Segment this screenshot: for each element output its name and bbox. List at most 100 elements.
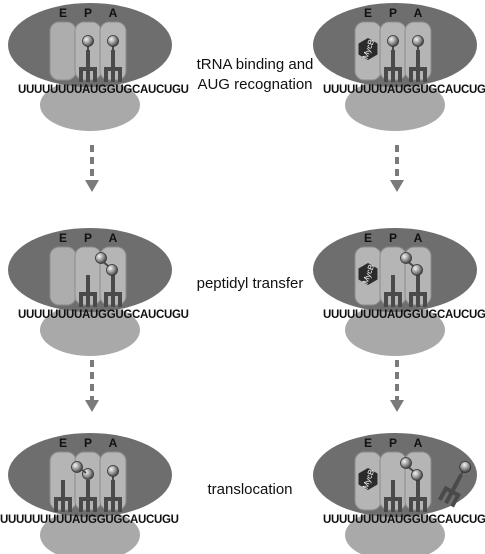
released-trna-link (459, 470, 464, 478)
trna-p-site (79, 50, 97, 82)
trna-p-site (384, 275, 402, 307)
small-subunit (40, 79, 140, 131)
trna-a-site (104, 480, 122, 512)
step-label-trna-binding: tRNA binding and AUG recognation (185, 55, 325, 95)
mycb-inhibitor: MycB (358, 468, 378, 490)
mrna-sequence: UUUUUUUUAUGGUGCAUCUGU (323, 514, 485, 526)
arrow-head (85, 180, 99, 192)
site-label-a: A (109, 6, 118, 20)
trna-arms (54, 497, 72, 512)
site-label-a: A (414, 436, 423, 450)
amino-acid-ball (82, 35, 94, 47)
step-label-translocation: translocation (207, 481, 293, 498)
step-label-peptidyl-transfer: peptidyl transfer (196, 275, 304, 292)
ribosome-panel-5: E P A UUUUUUUUUAUGGUGCAUCUGU (0, 433, 179, 554)
arrow-head (390, 180, 404, 192)
trna-p-site (79, 275, 97, 307)
trna-arms (438, 485, 461, 508)
site-label-p: P (84, 436, 92, 450)
amino-acid-ball (400, 252, 412, 264)
amino-acid-ball (459, 461, 472, 473)
site-label-p: P (84, 6, 92, 20)
amino-acid-ball (411, 264, 423, 276)
amino-acid-ball (71, 461, 83, 473)
mrna-sequence: UUUUUUUUAUGGUGCAUCUGU (18, 309, 189, 321)
trna-a-site (409, 480, 427, 512)
amino-acid-ball (412, 35, 424, 47)
site-label-e: E (364, 231, 372, 245)
trna-p-site (384, 480, 402, 512)
mycb-hexagon (358, 468, 378, 490)
ribosome-panel-3: E P A UUUUUUUUAUGGUGCAUCUGU (8, 228, 189, 356)
small-subunit (40, 509, 140, 554)
ribosome-panel-4: E P A MycB UUUUUUUUAUGGUGCAUCUGU (313, 228, 485, 356)
mycb-inhibitor: MycB (358, 263, 378, 285)
arrow-head (85, 400, 99, 412)
ribosome-panel-2: E P A MycB UUUUUUUUAUGGUGCAUCUGU (313, 3, 485, 131)
trna-arms (384, 67, 402, 82)
small-subunit (40, 304, 140, 356)
step-label-trna-binding-line2: AUG recognation (197, 76, 313, 93)
trna-arms (409, 292, 427, 307)
trna-arms (384, 497, 402, 512)
trna-p-site (384, 50, 402, 82)
step-label-trna-binding-line1: tRNA binding and (196, 56, 314, 73)
trna-arms (79, 497, 97, 512)
mrna-sequence: UUUUUUUUAUGGUGCAUCUGU (323, 84, 485, 96)
amino-acid-ball (387, 35, 399, 47)
site-e (49, 246, 77, 306)
mycb-inhibitor: MycB (358, 38, 378, 60)
dashed-arrow-4 (390, 360, 404, 412)
amino-acid-ball (95, 252, 107, 264)
site-label-e: E (59, 436, 67, 450)
trna-p-site (79, 480, 97, 512)
trna-a-site (409, 275, 427, 307)
amino-acid-ball (400, 457, 412, 469)
arrow-head (390, 400, 404, 412)
site-label-p: P (389, 436, 397, 450)
trna-e-site (54, 480, 72, 512)
trna-arms (104, 67, 122, 82)
site-label-a: A (109, 436, 118, 450)
mrna-sequence: UUUUUUUUUAUGGUGCAUCUGU (0, 514, 179, 526)
released-trna-body (438, 474, 463, 508)
amino-acid-ball (107, 35, 119, 47)
ribosome-panel-6: E P A MycB UUUUUUUUAUGGUGCAUCUGU (313, 433, 485, 554)
peptide-bond (80, 468, 87, 474)
trna-a-site (409, 50, 427, 82)
ribosome-panel-1: E P A UUUUUUUUAUGGUGCAUCUGU (8, 3, 189, 131)
amino-acid-ball (411, 469, 423, 481)
small-subunit (345, 304, 445, 356)
site-label-a: A (414, 231, 423, 245)
site-label-p: P (84, 231, 92, 245)
amino-acid-ball (106, 264, 118, 276)
site-e (49, 21, 77, 81)
trna-a-site (104, 50, 122, 82)
trna-arms (104, 292, 122, 307)
dashed-arrow-2 (390, 145, 404, 192)
site-label-e: E (59, 6, 67, 20)
site-label-e: E (59, 231, 67, 245)
mycb-hexagon (358, 263, 378, 285)
mycb-hexagon (358, 38, 378, 60)
site-label-p: P (389, 231, 397, 245)
site-label-a: A (414, 6, 423, 20)
site-label-p: P (389, 6, 397, 20)
dashed-arrow-1 (85, 145, 99, 192)
site-label-e: E (364, 436, 372, 450)
dashed-arrow-3 (85, 360, 99, 412)
amino-acid-ball (82, 468, 94, 480)
trna-stem (444, 474, 463, 505)
mrna-sequence: UUUUUUUUAUGGUGCAUCUGU (18, 84, 189, 96)
site-label-a: A (109, 231, 118, 245)
trna-a-site (104, 275, 122, 307)
trna-arms (409, 497, 427, 512)
trna-arms (409, 67, 427, 82)
amino-acid-ball (107, 465, 119, 477)
released-trna (438, 461, 472, 508)
mrna-sequence: UUUUUUUUAUGGUGCAUCUGU (323, 309, 485, 321)
trna-arms (384, 292, 402, 307)
site-label-e: E (364, 6, 372, 20)
trna-arms (104, 497, 122, 512)
